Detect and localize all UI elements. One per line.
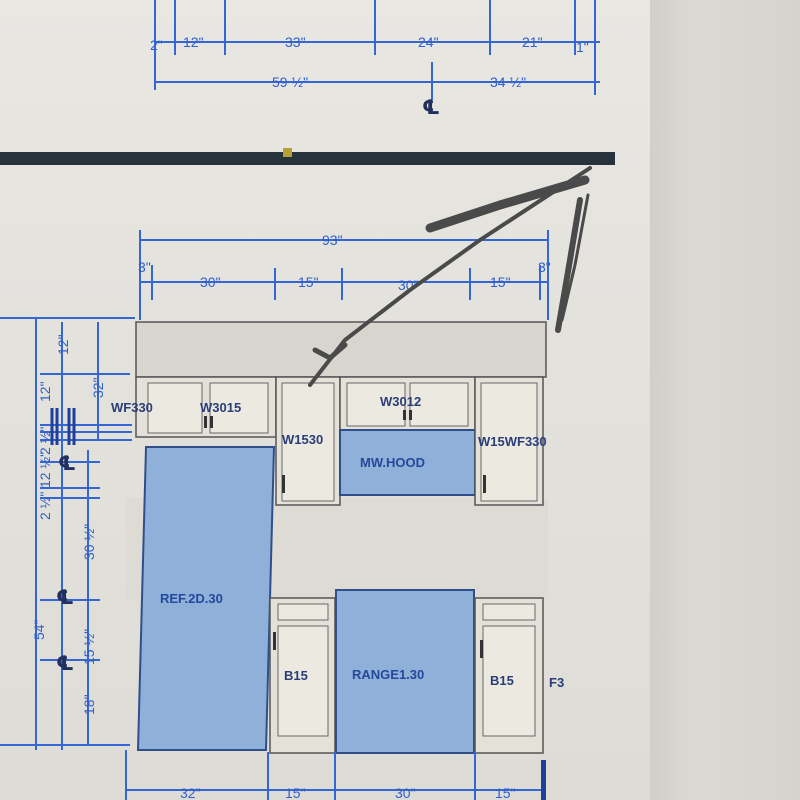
left-dim-2-half-top: 2 ½" [37,427,53,455]
top-dim-34-half: 34 ½" [490,74,526,90]
label-b15-right: B15 [490,673,514,688]
upper-cabinet-w3015 [135,376,277,438]
bottom-dimension-lines [125,750,545,800]
label-w3015: W3015 [200,400,241,415]
elev-dim-15in-right: 15" [490,274,511,290]
label-f3: F3 [549,675,564,690]
centerline-mark-top: ℄ [422,95,440,119]
bottom-end-mark [541,760,546,800]
top-dim-59-half: 59 ½" [272,74,308,90]
outlet-mark-lower: ℄ [56,651,74,675]
left-dimension-ticks [50,408,76,445]
elev-dim-15in: 15" [298,274,319,290]
elev-dim-93in: 93" [322,232,343,248]
left-dim-30-half: 30 ½" [81,524,97,560]
top-dim-24in: 24" [418,34,439,50]
pencil-arrow [308,166,592,387]
bottom-dim-15in-left: 15" [285,785,306,800]
left-dimension-lines [0,317,135,750]
left-dim-18in: 18" [81,694,97,715]
left-dim-15-half: 15 ½" [81,629,97,665]
label-mw-hood: MW.HOOD [360,455,425,470]
background-surface [650,0,800,800]
base-cabinet-b15-left [269,597,336,754]
bottom-dim-32in: 32" [180,785,201,800]
left-dim-12-half: 12 ½" [37,452,53,488]
top-dimension-lines [154,0,600,100]
label-b15-left: B15 [284,668,308,683]
top-dim-2in: 2" [150,37,163,53]
wall-marker [283,148,292,157]
bottom-dim-30in: 30" [395,785,416,800]
top-dim-21in: 21" [522,34,543,50]
label-wf330-left: WF330 [111,400,153,415]
label-range: RANGE1.30 [352,667,424,682]
label-w3012: W3012 [380,394,421,409]
wall-line [0,152,615,165]
top-dim-12in: 12" [183,34,204,50]
bottom-dim-15in-right: 15" [495,785,516,800]
top-dim-33in: 33" [285,34,306,50]
elev-dim-3in-right: 3" [538,259,551,275]
top-dim-1in: 1" [576,39,589,55]
microwave-hood [339,429,476,496]
label-refrigerator: REF.2D.30 [160,591,223,606]
base-cabinet-b15-right [474,597,544,754]
outlet-mark-middle: ℄ [56,585,74,609]
label-w1530: W1530 [282,432,323,447]
left-dim-2-half: 2 ½" [37,492,53,520]
label-w15-wf330: W15WF330 [478,434,547,449]
left-dim-32in: 32" [90,377,106,398]
left-dim-12in-mid: 12" [37,381,53,402]
refrigerator [136,446,276,751]
upper-cabinet-w1530 [275,376,341,506]
range [335,589,475,754]
outlet-mark-upper: ℄ [58,451,76,475]
left-dim-54in: 54" [31,619,47,640]
elev-dim-3in-left: 3" [138,259,151,275]
upper-cabinet-w15-right [474,376,544,506]
left-dim-12in-top: 12" [55,334,71,355]
elev-dim-30in: 30" [200,274,221,290]
